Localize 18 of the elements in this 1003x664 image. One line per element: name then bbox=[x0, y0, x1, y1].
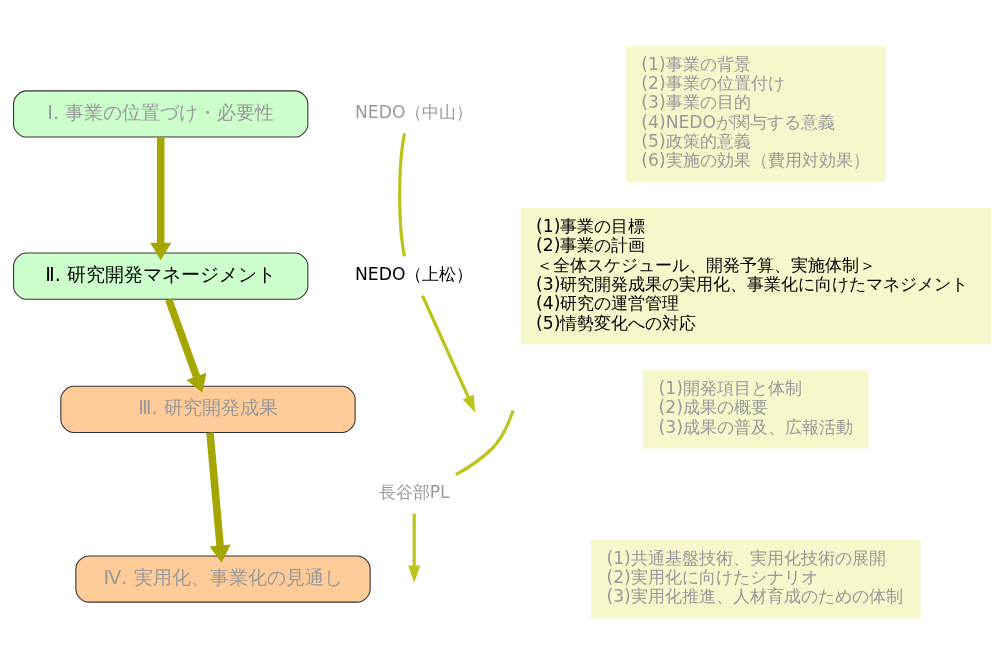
node-box: (1)共通基盤技術、実用化技術の展開 (2)実用化に向けたシナリオ (3)実用化推進、人材育成のための体制 bbox=[590, 539, 921, 619]
arrow bbox=[407, 513, 420, 583]
arrow bbox=[164, 298, 206, 393]
node-box: (1)事業の目標 (2)事業の計画 ＜全体スケジュール、開発予算、実施体制＞ (3)研究開発成果の実用化、事業化に向けたマネジメント (4)研究の運営管理 (5)情勢変化への対応 bbox=[520, 207, 991, 345]
node-box: Ⅱ. 研究開発マネージメント bbox=[12, 252, 308, 300]
node-box: (1)開発項目と体制 (2)成果の概要 (3)成果の普及、広報活動 bbox=[642, 370, 869, 449]
connector bbox=[397, 133, 406, 257]
connector bbox=[454, 409, 514, 477]
node-text: NEDO（上松） bbox=[354, 264, 473, 285]
node-box: Ⅳ. 実用化、事業化の見通し bbox=[74, 555, 371, 603]
arrow bbox=[420, 295, 475, 413]
node-box: Ⅲ. 研究開発成果 bbox=[59, 385, 356, 433]
node-box: (1)事業の背景 (2)事業の位置付け (3)事業の目的 (4)NEDOが関与する意義 (5)政策的意義 (6)実施の効果（費用対効果） bbox=[625, 45, 886, 183]
node-box: Ⅰ. 事業の位置づけ・必要性 bbox=[12, 90, 308, 138]
node-text: 長谷部PL bbox=[378, 482, 450, 503]
arrow bbox=[149, 137, 171, 261]
arrow bbox=[205, 432, 231, 563]
node-text: NEDO（中山） bbox=[354, 102, 473, 123]
